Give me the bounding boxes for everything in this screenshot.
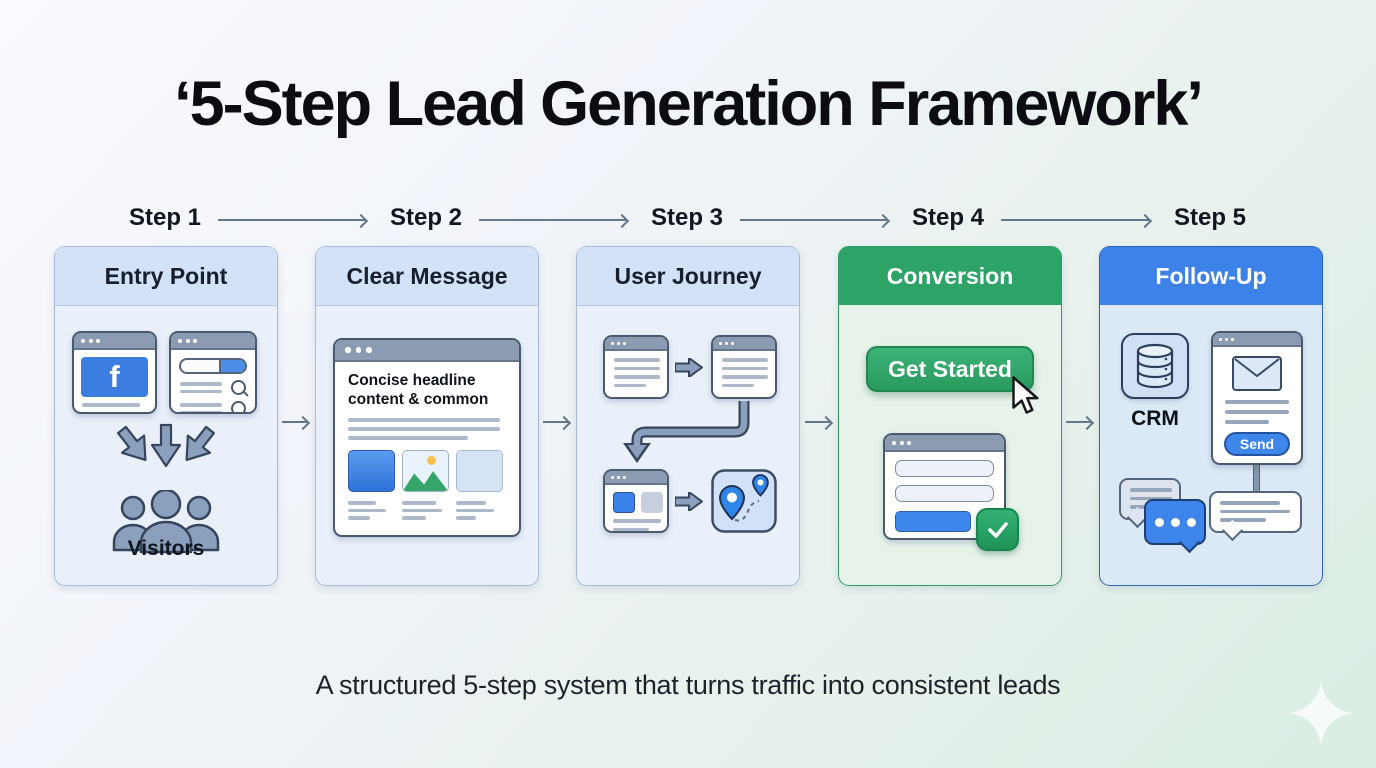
headline-text: Concise headline content & common — [348, 372, 489, 408]
typing-dot — [1186, 517, 1196, 527]
step-arrow-3-4 — [740, 219, 888, 221]
step-arrow-2-3 — [479, 219, 627, 221]
text-line — [348, 436, 468, 441]
window-titlebar — [713, 337, 775, 351]
window-titlebar — [171, 333, 255, 350]
sparkle-icon — [1288, 680, 1354, 746]
envelope-icon — [1232, 356, 1282, 391]
window-titlebar — [335, 340, 519, 362]
page-subtitle: A structured 5-step system that turns tr… — [315, 670, 1061, 700]
typing-dot — [1170, 517, 1180, 527]
form-input — [895, 485, 994, 502]
window-titlebar — [1213, 333, 1301, 347]
visitors-icon — [112, 490, 220, 554]
magnifier-icon — [231, 401, 246, 412]
card-user-journey-title: User Journey — [577, 247, 799, 306]
form-input — [895, 460, 994, 477]
search-bar — [179, 358, 247, 374]
cursor-icon — [1012, 376, 1039, 414]
database-icon — [1136, 343, 1174, 389]
text-line — [82, 412, 126, 414]
image-thumbnail-icon — [402, 450, 449, 493]
step-label-3: Step 3 — [650, 204, 724, 231]
facebook-icon: f — [81, 357, 148, 397]
step-label-5: Step 5 — [1173, 204, 1247, 231]
result-row — [180, 380, 246, 395]
card-follow-up: Follow-Up CRM Send — [1099, 246, 1323, 586]
blue-tile — [613, 492, 635, 513]
flow-arrow-icon — [675, 358, 703, 377]
result-row — [180, 401, 246, 412]
elbow-arrow-icon — [623, 401, 750, 463]
card-arrow-1-2 — [282, 421, 308, 423]
reply-bubble — [1209, 491, 1302, 542]
thumbnail-blue — [348, 450, 395, 493]
crm-label: CRM — [1131, 407, 1179, 430]
page-title: ‘5-Step Lead Generation Framework’ — [174, 69, 1204, 139]
chat-bubble-blue — [1144, 499, 1206, 554]
card-user-journey: User Journey — [576, 246, 800, 586]
typing-dot — [1154, 517, 1164, 527]
journey-window-c — [603, 469, 669, 533]
card-conversion: Conversion Get Started — [838, 246, 1062, 586]
step-label-4: Step 4 — [911, 204, 985, 231]
crm-database-tile — [1121, 333, 1189, 399]
card-entry-point-title: Entry Point — [55, 247, 277, 306]
landing-page-window: Concise headline content & common — [333, 338, 521, 537]
send-button: Send — [1224, 432, 1290, 456]
flow-arrow-icon — [675, 492, 703, 511]
journey-window-b — [711, 335, 777, 399]
text-line — [82, 403, 140, 407]
step-arrow-1-2 — [218, 219, 366, 221]
card-arrow-3-4 — [805, 421, 831, 423]
window-titlebar — [605, 337, 667, 351]
thumbnail-row — [348, 450, 519, 493]
map-tile — [711, 469, 777, 533]
facebook-ad-window: f — [72, 331, 157, 414]
step-arrow-4-5 — [1001, 219, 1150, 221]
connector-line — [1253, 463, 1260, 495]
success-check-badge — [976, 508, 1019, 551]
email-window: Send — [1211, 331, 1303, 465]
gray-tile — [641, 492, 663, 513]
step-label-2: Step 2 — [389, 204, 463, 231]
card-conversion-title: Conversion — [839, 247, 1061, 305]
map-pin-icon — [718, 484, 746, 521]
check-icon — [987, 521, 1008, 538]
search-results-window — [169, 331, 257, 414]
magnifier-icon — [231, 380, 246, 395]
form-submit-button — [895, 511, 971, 532]
card-arrow-2-3 — [543, 421, 569, 423]
window-titlebar — [74, 333, 155, 350]
thumbnail-captions — [348, 501, 519, 520]
window-titlebar — [605, 471, 667, 485]
window-titlebar — [885, 435, 1004, 452]
card-clear-message: Clear Message Concise headline content &… — [315, 246, 539, 586]
funnel-arrows-icon — [116, 423, 216, 468]
step-label-1: Step 1 — [128, 204, 202, 231]
get-started-button: Get Started — [866, 346, 1034, 392]
map-pin-icon — [752, 474, 769, 497]
card-entry-point: Entry Point f — [54, 246, 278, 586]
journey-window-a — [603, 335, 669, 399]
visitors-label: Visitors — [127, 537, 205, 560]
text-line — [348, 418, 500, 423]
text-line — [348, 427, 500, 432]
thumbnail-light — [456, 450, 503, 493]
card-arrow-4-5 — [1066, 421, 1092, 423]
card-follow-up-title: Follow-Up — [1100, 247, 1322, 305]
card-clear-message-title: Clear Message — [316, 247, 538, 306]
